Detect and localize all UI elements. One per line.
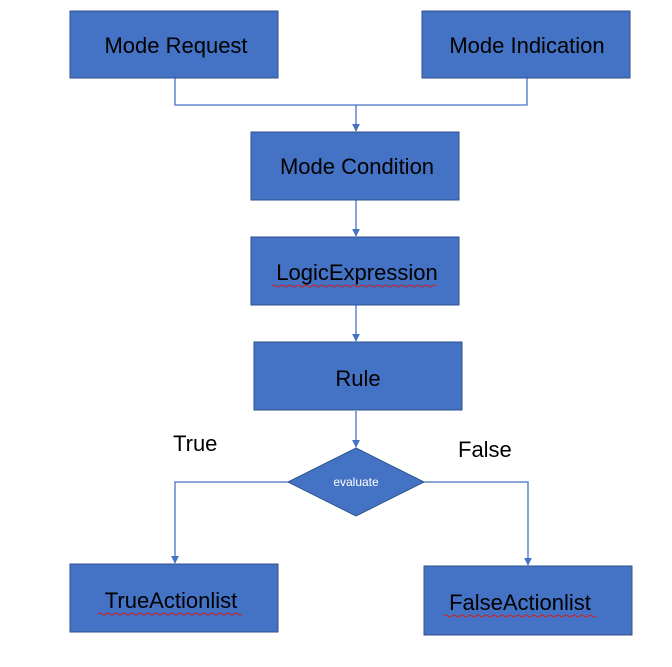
node-mode-indication: Mode Indication bbox=[421, 10, 631, 79]
edge-label-false: False bbox=[458, 437, 512, 462]
node-mode-indication-label: Mode Indication bbox=[449, 33, 604, 58]
node-true-actionlist: TrueActionlist bbox=[69, 563, 279, 633]
node-mode-request-label: Mode Request bbox=[104, 33, 247, 58]
node-mode-condition-label: Mode Condition bbox=[280, 154, 434, 179]
node-false-actionlist: FalseActionlist bbox=[423, 565, 633, 636]
arrow-evaluate-to-true bbox=[171, 481, 288, 564]
spellcheck-underline bbox=[271, 284, 437, 288]
node-true-actionlist-label: TrueActionlist bbox=[105, 588, 237, 613]
node-mode-request: Mode Request bbox=[69, 10, 279, 79]
node-logic-expression: LogicExpression bbox=[250, 236, 460, 306]
node-rule-label: Rule bbox=[335, 366, 380, 391]
node-false-actionlist-label: FalseActionlist bbox=[449, 590, 591, 615]
edge-label-true: True bbox=[173, 431, 217, 456]
connector-request-to-condition bbox=[174, 78, 356, 106]
node-evaluate-decision: evaluate bbox=[286, 447, 426, 517]
spellcheck-underline bbox=[97, 612, 243, 616]
node-logic-expression-label: LogicExpression bbox=[276, 260, 437, 285]
spellcheck-underline bbox=[443, 614, 597, 618]
arrow-evaluate-to-false bbox=[424, 481, 532, 566]
connector-indication-to-condition bbox=[356, 78, 528, 106]
connectors bbox=[171, 78, 532, 566]
node-mode-condition: Mode Condition bbox=[250, 131, 460, 201]
node-rule: Rule bbox=[253, 341, 463, 411]
node-evaluate-label: evaluate bbox=[333, 475, 379, 489]
